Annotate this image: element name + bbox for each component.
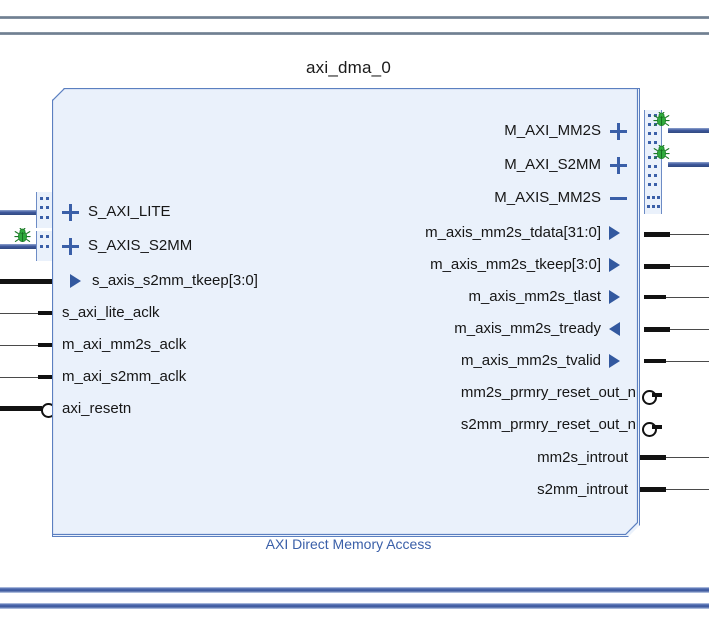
wire-m-axis-mm2s-tlast[interactable]	[644, 295, 666, 299]
wire-m-axis-mm2s-tready[interactable]	[644, 327, 670, 332]
pin-label: s2mm_introut	[537, 481, 628, 498]
pin-row-s-axi-lite[interactable]: S_AXI_LITE	[62, 201, 171, 223]
wire-s-axis-s2mm-tkeep[interactable]	[0, 279, 52, 284]
pin-label: m_axis_mm2s_tkeep[3:0]	[430, 256, 601, 273]
arrow-right-icon-m-axis-mm2s-tkeep	[609, 258, 620, 272]
pin-row-mm2s-prmry-reset-out-n[interactable]: mm2s_prmry_reset_out_n	[330, 382, 636, 404]
pin-label: M_AXI_S2MM	[504, 156, 601, 173]
pin-label: mm2s_prmry_reset_out_n	[460, 384, 636, 401]
pin-row-axi-resetn[interactable]: axi_resetn	[62, 398, 131, 420]
pin-row-s2mm-prmry-reset-out-n[interactable]: s2mm_prmry_reset_out_n	[330, 414, 636, 436]
wire-m-axis-mm2s-tdata-thin[interactable]	[660, 234, 709, 235]
pin-label: M_AXI_MM2S	[504, 122, 601, 139]
wire-s2mm-introut-thin[interactable]	[660, 489, 709, 490]
pin-row-m-axis-mm2s[interactable]: M_AXIS_MM2S	[360, 187, 627, 209]
wire-m-axis-mm2s-tready-thin[interactable]	[660, 329, 709, 330]
wire-axi-resetn[interactable]	[0, 406, 42, 411]
block-title: axi_dma_0	[0, 58, 709, 78]
arrow-right-icon-m-axis-mm2s-tlast	[609, 290, 620, 304]
wire-s-axi-lite-aclk-thin[interactable]	[0, 313, 40, 314]
expand-plus-icon-m-axi-s2mm[interactable]	[610, 156, 627, 174]
pad-s-axi-lite[interactable]	[36, 192, 54, 228]
wire-mm2s-introut-thin[interactable]	[660, 457, 709, 458]
wire-m-axi-mm2s-aclk-thin[interactable]	[0, 345, 40, 346]
pin-row-s-axis-s2mm-tkeep[interactable]: s_axis_s2mm_tkeep[3:0]	[70, 270, 258, 292]
wire-m-axi-s2mm-aclk[interactable]	[38, 375, 52, 379]
expand-plus-icon-s-axi-lite[interactable]	[62, 203, 79, 221]
expand-plus-icon-s-axis-s2mm[interactable]	[62, 237, 79, 255]
wire-s-axi-lite[interactable]	[0, 210, 46, 215]
wire-m-axis-mm2s-tlast-thin[interactable]	[660, 297, 709, 298]
pin-row-mm2s-introut[interactable]: mm2s_introut	[330, 447, 628, 469]
pin-row-s2mm-introut[interactable]: s2mm_introut	[330, 479, 628, 501]
pin-row-m-axis-mm2s-tready[interactable]: m_axis_mm2s_tready	[330, 318, 620, 340]
pin-row-m-axis-mm2s-tlast[interactable]: m_axis_mm2s_tlast	[330, 286, 620, 308]
pad-s-axis-s2mm[interactable]	[36, 231, 54, 261]
pin-label: s2mm_prmry_reset_out_n	[460, 416, 636, 433]
pin-label: S_AXIS_S2MM	[88, 237, 193, 254]
pin-row-m-axis-mm2s-tdata[interactable]: m_axis_mm2s_tdata[31:0]	[330, 222, 620, 244]
bug-icon-s-axis-s2mm[interactable]	[14, 227, 31, 243]
block-subtitle-text: AXI Direct Memory Access	[265, 536, 432, 552]
arrow-right-icon-m-axis-mm2s-tvalid	[609, 354, 620, 368]
arrow-right-icon-m-axis-mm2s-tdata	[609, 226, 620, 240]
pin-label: mm2s_introut	[537, 449, 628, 466]
pin-row-s-axi-lite-aclk[interactable]: s_axi_lite_aclk	[62, 302, 160, 324]
pin-label: m_axis_mm2s_tvalid	[460, 352, 601, 369]
bottom-bus-rail-upper[interactable]	[0, 587, 709, 593]
block-title-text: axi_dma_0	[306, 58, 391, 77]
pin-label: m_axis_mm2s_tlast	[468, 288, 601, 305]
wire-mm2s-introut[interactable]	[638, 455, 666, 460]
pin-row-m-axi-s2mm-aclk[interactable]: m_axi_s2mm_aclk	[62, 366, 186, 388]
wire-m-axis-mm2s-tvalid[interactable]	[644, 359, 666, 363]
block-subtitle: AXI Direct Memory Access	[0, 536, 709, 552]
wire-s-axis-s2mm[interactable]	[0, 244, 46, 249]
pin-row-m-axis-mm2s-tkeep[interactable]: m_axis_mm2s_tkeep[3:0]	[330, 254, 620, 276]
arrow-left-icon-m-axis-mm2s-tready	[609, 322, 620, 336]
pin-label: axi_resetn	[62, 400, 132, 417]
pin-row-m-axi-mm2s[interactable]: M_AXI_MM2S	[360, 120, 627, 142]
pin-row-m-axi-mm2s-aclk[interactable]: m_axi_mm2s_aclk	[62, 334, 186, 356]
pin-label: S_AXI_LITE	[88, 203, 171, 220]
wire-m-axis-mm2s-tkeep-thin[interactable]	[660, 266, 709, 267]
pin-label: s_axi_lite_aclk	[62, 304, 160, 321]
bug-icon-m-axi-s2mm[interactable]	[653, 144, 670, 160]
wire-s-axi-lite-aclk[interactable]	[38, 311, 52, 315]
pin-row-s-axis-s2mm[interactable]: S_AXIS_S2MM	[62, 235, 192, 257]
pad-m-axi-s2mm[interactable]	[644, 152, 662, 192]
top-rail-lower	[0, 32, 709, 35]
wire-m-axi-mm2s-aclk[interactable]	[38, 343, 52, 347]
wire-m-axi-s2mm-aclk-thin[interactable]	[0, 377, 40, 378]
pin-row-m-axi-s2mm[interactable]: M_AXI_S2MM	[360, 154, 627, 176]
pin-label: s_axis_s2mm_tkeep[3:0]	[92, 272, 258, 289]
expand-plus-icon-m-axi-mm2s[interactable]	[610, 122, 627, 140]
collapse-minus-icon-m-axis-mm2s[interactable]	[610, 190, 627, 207]
wire-m-axis-mm2s-tdata[interactable]	[644, 232, 670, 237]
wire-m-axi-mm2s[interactable]	[668, 128, 709, 133]
pin-row-m-axis-mm2s-tvalid[interactable]: m_axis_mm2s_tvalid	[330, 350, 620, 372]
pin-label: m_axi_s2mm_aclk	[62, 368, 187, 385]
wire-m-axi-s2mm[interactable]	[668, 162, 709, 167]
wire-m-axis-mm2s-tkeep[interactable]	[644, 264, 670, 269]
pin-label: m_axi_mm2s_aclk	[62, 336, 187, 353]
wire-m-axis-mm2s-tvalid-thin[interactable]	[660, 361, 709, 362]
wire-s2mm-prmry-reset-out-n[interactable]	[652, 425, 662, 429]
wire-s2mm-introut[interactable]	[638, 487, 666, 492]
top-rail-upper	[0, 16, 709, 19]
wire-mm2s-prmry-reset-out-n[interactable]	[652, 393, 662, 397]
bug-icon-m-axi-mm2s[interactable]	[653, 111, 670, 127]
pad-m-axis-mm2s[interactable]	[644, 192, 662, 214]
arrow-right-icon-s-axis-s2mm-tkeep	[70, 274, 81, 288]
bottom-bus-rail-lower[interactable]	[0, 603, 709, 609]
pin-label: m_axis_mm2s_tdata[31:0]	[425, 224, 601, 241]
pin-label: M_AXIS_MM2S	[494, 189, 601, 206]
pin-label: m_axis_mm2s_tready	[454, 320, 601, 337]
